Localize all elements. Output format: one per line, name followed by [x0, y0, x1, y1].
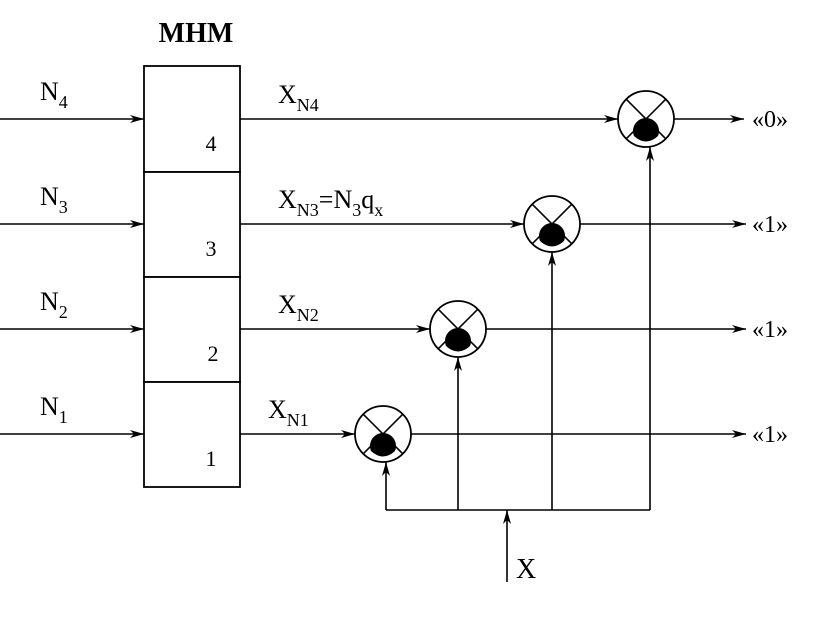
output-lines	[411, 115, 746, 438]
block-cell-1	[143, 381, 241, 488]
output-label-4: «1»	[752, 422, 788, 448]
block-cell-3	[143, 171, 241, 278]
input-label-n2: N2	[40, 287, 68, 322]
cross-icon	[437, 308, 479, 350]
cross-icon	[625, 98, 667, 140]
signal-label-xn3: XN3=N3qx	[278, 185, 383, 220]
common-input-bus	[382, 147, 654, 582]
output-label-2: «1»	[752, 212, 788, 238]
comparator-4	[617, 90, 675, 148]
cell-number-2: 2	[208, 341, 219, 366]
signal-label-xn4: XN4	[278, 80, 319, 115]
comparator-3	[523, 195, 581, 253]
input-label-n1: N1	[40, 392, 68, 427]
comparator-dot-icon	[633, 118, 659, 142]
mnm-block: 4 3 2 1	[143, 65, 241, 488]
cell-number-4: 4	[206, 131, 217, 156]
common-input-label: X	[516, 554, 536, 585]
cell-number-1: 1	[206, 446, 217, 471]
block-title: МНМ	[159, 18, 234, 49]
signal-lines	[240, 115, 618, 438]
block-cell-2	[143, 276, 241, 383]
comparator-2	[429, 300, 487, 358]
comparator-dot-icon	[445, 328, 471, 352]
comparator-1	[354, 405, 412, 463]
cross-icon	[362, 413, 404, 455]
cell-number-3: 3	[206, 236, 217, 261]
cross-icon	[531, 203, 573, 245]
comparator-dot-icon	[370, 433, 396, 457]
comparator-dot-icon	[539, 223, 565, 247]
signal-label-xn1: XN1	[268, 395, 309, 430]
input-label-n4: N4	[40, 77, 68, 112]
signal-label-xn2: XN2	[278, 290, 319, 325]
output-label-1: «0»	[752, 107, 788, 133]
output-label-3: «1»	[752, 317, 788, 343]
input-label-n3: N3	[40, 182, 68, 217]
block-cell-4	[143, 65, 241, 173]
input-lines	[0, 115, 144, 438]
